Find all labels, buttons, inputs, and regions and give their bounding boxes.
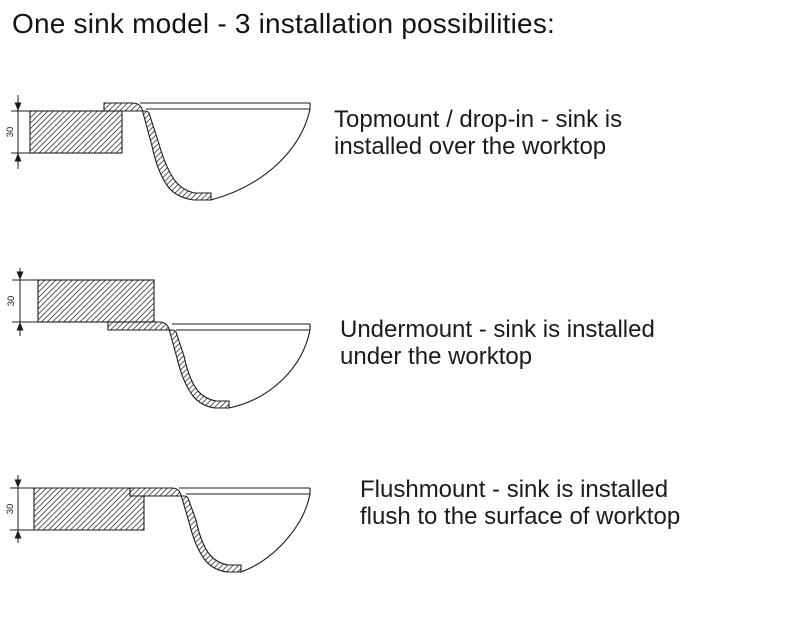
topmount-figure: 30 <box>4 78 334 218</box>
dimension: 30 <box>5 95 32 169</box>
dimension-label: 30 <box>5 127 16 138</box>
dimension-label: 30 <box>5 504 16 515</box>
dimension: 30 <box>5 475 34 543</box>
dimension-arrow-top <box>16 271 24 280</box>
sink-section <box>129 487 242 573</box>
worktop-section <box>37 279 155 323</box>
dimension-arrow-bottom <box>14 530 22 539</box>
bowl-outline <box>140 102 311 201</box>
sink-section <box>107 321 230 409</box>
caption-line: Undermount - sink is installed <box>340 316 655 343</box>
dimension: 30 <box>6 268 38 336</box>
worktop-section <box>33 487 145 531</box>
flushmount-figure: 30 <box>4 470 334 595</box>
sink-section <box>103 102 212 201</box>
dimension-arrow-bottom <box>16 322 24 331</box>
dimension-arrow-top <box>14 479 22 488</box>
caption-line: Topmount / drop-in - sink is <box>334 106 623 133</box>
dimension-label: 30 <box>6 296 17 307</box>
bowl-outline <box>172 323 311 409</box>
worktop-section <box>29 110 123 154</box>
topmount-caption: Topmount / drop-in - sink is installed o… <box>334 106 622 160</box>
undermount-caption: Undermount - sink is installed under the… <box>340 316 655 370</box>
flushmount-caption: Flushmount - sink is installed flush to … <box>360 476 680 530</box>
bowl-outline <box>179 487 311 573</box>
caption-line: installed over the worktop <box>334 133 607 160</box>
topmount-diagram: 30 <box>5 95 311 201</box>
caption-line: flush to the surface of worktop <box>360 503 681 530</box>
caption-line: Flushmount - sink is installed <box>360 476 669 503</box>
page-title: One sink model - 3 installation possibil… <box>12 8 556 39</box>
undermount-diagram: 30 <box>6 268 311 409</box>
flushmount-diagram: 30 <box>5 475 311 573</box>
dimension-arrow-bottom <box>14 153 22 162</box>
caption-line: under the worktop <box>340 343 533 370</box>
undermount-figure: 30 <box>4 266 334 431</box>
dimension-arrow-top <box>14 102 22 111</box>
